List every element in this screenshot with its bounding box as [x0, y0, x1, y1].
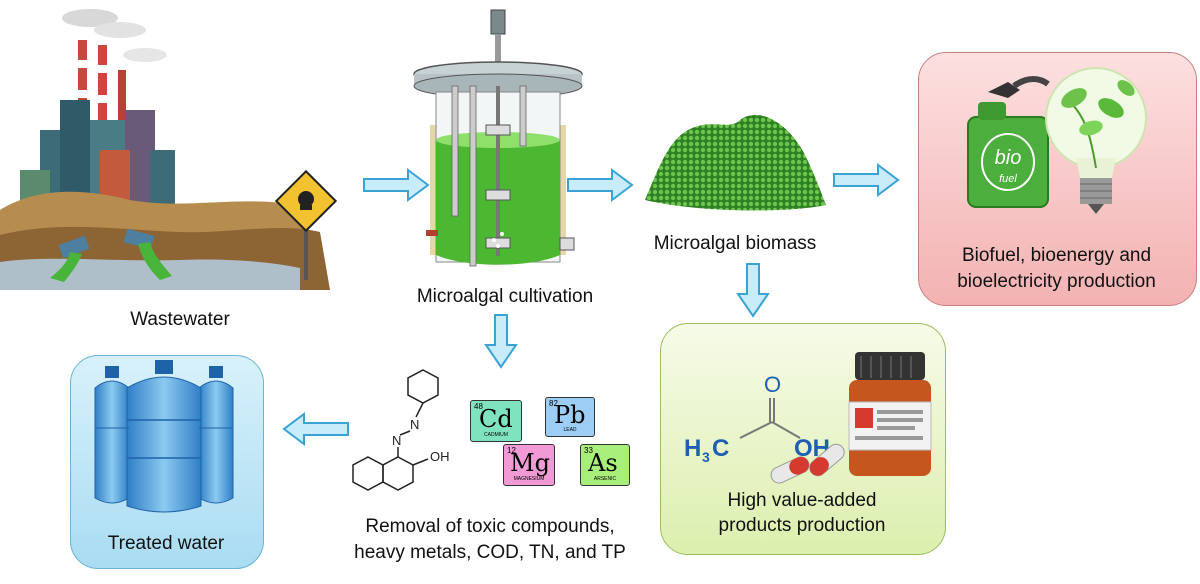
azo-dye-structure: N N OH [352, 369, 450, 491]
water-bottles-icon [94, 360, 234, 513]
element-tile-as: 33 As ARSENIC [580, 444, 630, 486]
fuel-can-icon: bio fuel [967, 76, 1050, 208]
element-symbol: Pb [554, 401, 586, 429]
arrow-removal-to-treated-water [282, 412, 349, 446]
cultivation-label: Microalgal cultivation [416, 286, 594, 307]
element-symbol: As [588, 449, 618, 477]
element-name: ARSENIC [593, 476, 617, 482]
biomass-pile-icon [645, 114, 826, 211]
n-label-1: N [410, 417, 419, 432]
high-value-label-line2: products production [718, 515, 886, 536]
medicine-bottle-icon [848, 352, 932, 476]
biomass-label: Microalgal biomass [653, 233, 817, 254]
element-name: LEAD [563, 427, 577, 433]
element-tile-pb: 82 Pb LEAD [545, 397, 595, 437]
element-number: 12 [507, 446, 516, 455]
arrow-cultivation-to-removal [484, 314, 518, 369]
acetic-h: H [684, 435, 701, 462]
arrow-biomass-to-high-value [736, 263, 770, 318]
biofuel-label-line1: Biofuel, bioenergy and [961, 245, 1152, 266]
lightbulb-icon [1045, 67, 1147, 214]
element-tile-mg: 12 Mg MAGNESIUM [503, 444, 555, 486]
acetic-subscript: 3 [702, 449, 710, 465]
arrow-cultivation-to-biomass [567, 168, 634, 202]
high-value-label-line1: High value-added [727, 490, 877, 511]
element-tile-cd: 48 Cd CADMIUM [470, 400, 522, 442]
bio-text: bio [995, 147, 1022, 169]
removal-label-line1: Removal of toxic compounds, [365, 516, 615, 537]
treated-water-label: Treated water [107, 533, 225, 554]
element-name: MAGNESIUM [513, 476, 545, 482]
biofuel-label-line2: bioelectricity production [957, 271, 1156, 292]
element-number: 33 [584, 446, 593, 455]
arrow-biomass-to-biofuel [833, 163, 900, 197]
fuel-text: fuel [999, 173, 1017, 185]
acetic-c: C [712, 435, 729, 462]
element-symbol: Mg [510, 449, 550, 477]
n-label-2: N [392, 433, 401, 448]
oh-label: OH [430, 449, 450, 464]
acetic-o: O [764, 372, 781, 397]
element-symbol: Cd [479, 405, 513, 433]
element-number: 82 [549, 399, 558, 408]
element-name: CADMIUM [484, 432, 508, 438]
removal-label-line2: heavy metals, COD, TN, and TP [354, 542, 626, 563]
arrow-wastewater-to-cultivation [363, 168, 430, 202]
bioreactor-icon [413, 9, 583, 267]
wastewater-illustration [0, 9, 338, 290]
element-number: 48 [474, 402, 483, 411]
wastewater-label: Wastewater [130, 309, 230, 330]
pills-icon [770, 443, 845, 484]
